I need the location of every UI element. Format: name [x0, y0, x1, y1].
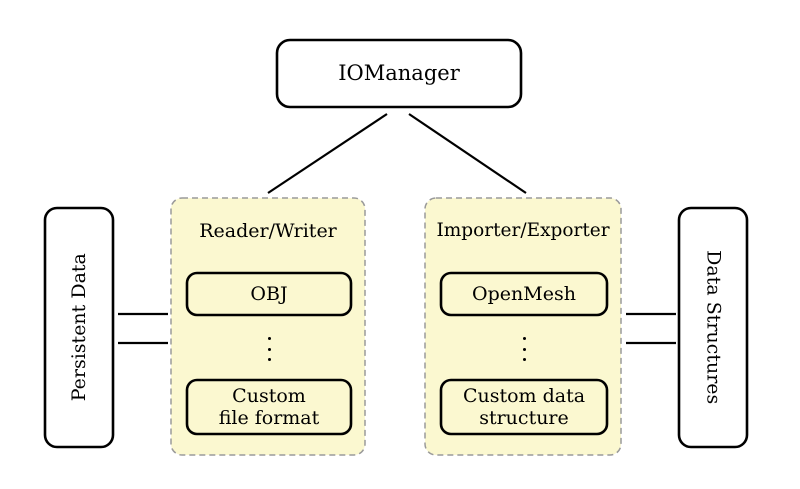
persistent-data-box[interactable] [43, 206, 115, 449]
iomanager-box[interactable] [275, 38, 523, 109]
connector-manager-reader-writer [267, 113, 388, 194]
data-structures-box[interactable] [677, 206, 749, 449]
obj-box[interactable] [185, 271, 353, 317]
custom-file-format-box[interactable] [185, 378, 353, 436]
connector-manager-importer-exporter [408, 113, 527, 194]
openmesh-box[interactable] [439, 271, 609, 317]
custom-data-structure-box[interactable] [439, 378, 609, 436]
